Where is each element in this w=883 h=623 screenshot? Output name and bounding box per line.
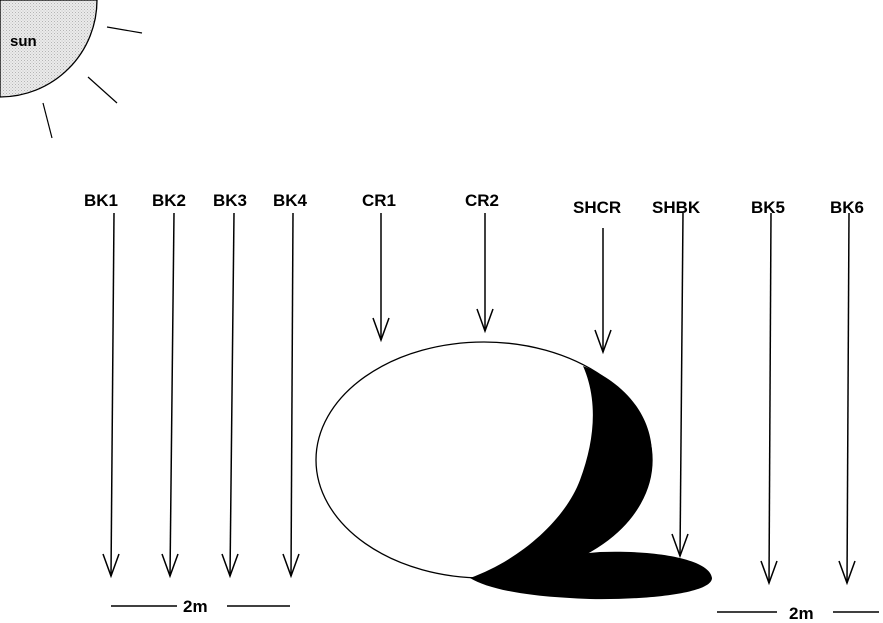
arrow-bk6 [838, 212, 856, 586]
label-shcr: SHCR [573, 198, 621, 217]
label-bk6: BK6 [830, 198, 864, 217]
sun-rays [42, 26, 143, 139]
arrow-bk2 [161, 212, 179, 579]
arrow-bk4 [282, 212, 300, 579]
label-shbk: SHBK [652, 198, 701, 217]
label-bk4: BK4 [273, 191, 308, 210]
point-labels: BK1 BK2 BK3 BK4 CR1 CR2 SHCR SHBK BK5 BK… [84, 191, 864, 217]
sun-icon: sun [0, 0, 98, 98]
sun-ray [87, 76, 118, 104]
crown-shadow [470, 366, 652, 578]
scale-bar-label: 2m [183, 597, 208, 616]
sun-ray [42, 102, 53, 139]
scale-bar-label: 2m [789, 604, 814, 623]
sun-disc [0, 0, 98, 98]
label-bk1: BK1 [84, 191, 118, 210]
scale-bar-left: 2m [111, 597, 290, 616]
label-bk2: BK2 [152, 191, 186, 210]
label-cr2: CR2 [465, 191, 499, 210]
arrow-shcr [594, 228, 612, 355]
scale-bar-right: 2m [717, 604, 879, 623]
label-bk3: BK3 [213, 191, 247, 210]
arrow-bk1 [102, 212, 120, 579]
arrow-cr1 [372, 213, 390, 343]
arrow-cr2 [476, 213, 494, 334]
label-bk5: BK5 [751, 198, 785, 217]
arrow-bk5 [760, 212, 778, 586]
sun-ray [106, 26, 143, 34]
arrow-shbk [671, 212, 689, 559]
arrow-bk3 [221, 212, 239, 579]
sun-label: sun [10, 33, 37, 50]
measurement-arrows [102, 212, 856, 586]
label-cr1: CR1 [362, 191, 396, 210]
ground-shadow [470, 551, 712, 600]
